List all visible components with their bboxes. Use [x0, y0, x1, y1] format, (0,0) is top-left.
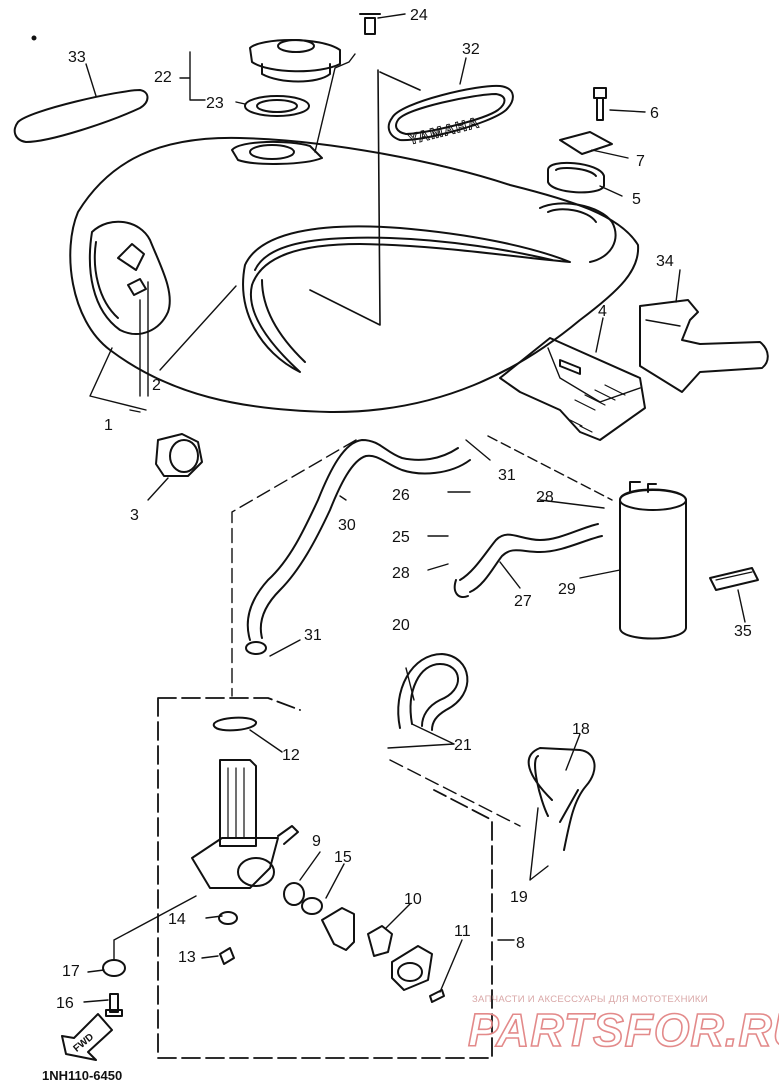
label-28-right: 28: [536, 489, 554, 506]
tank-bracket: [499, 337, 646, 441]
fwd-arrow: [61, 1013, 113, 1061]
label-5: 5: [632, 191, 641, 208]
mount-hardware: [547, 87, 613, 194]
watermark-brand: PARTSFOR.RU: [468, 1004, 779, 1056]
label-19: 19: [510, 889, 528, 906]
canister-strap: [709, 567, 759, 591]
label-31-top: 31: [498, 467, 516, 484]
label-29: 29: [558, 581, 576, 598]
gasket-10: [367, 925, 393, 957]
yamaha-emblem: [387, 84, 514, 142]
label-8: 8: [516, 935, 525, 952]
knee-pad: [13, 89, 149, 143]
label-34: 34: [656, 253, 674, 270]
hose-27: [459, 523, 603, 593]
petcock-body: [191, 759, 299, 889]
watermark-caption: ЗАПЧАСТИ И АКСЕССУАРЫ ДЛЯ МОТОТЕХНИКИ: [472, 994, 708, 1005]
plate-10: [391, 945, 433, 991]
label-25: 25: [392, 529, 410, 546]
side-cover: [639, 299, 769, 393]
rubber-cap: [155, 433, 203, 477]
bolt-16: [105, 993, 123, 1017]
hose-30: [246, 439, 471, 641]
label-11: 11: [454, 923, 471, 940]
label-26: 26: [392, 487, 410, 504]
label-2: 2: [152, 377, 161, 394]
label-14: 14: [168, 911, 186, 928]
label-9: 9: [312, 833, 321, 850]
label-31-bottom: 31: [304, 627, 322, 644]
watermark: ЗАПЧАСТИ И АКСЕССУАРЫ ДЛЯ МОТОТЕХНИКИ PA…: [467, 994, 779, 1057]
label-28-left: 28: [392, 565, 410, 582]
o-ring-15: [301, 897, 323, 915]
label-10: 10: [404, 891, 422, 908]
emblem-text: YAMAHA: [407, 114, 482, 148]
hose-20: [397, 653, 469, 731]
screw-11: [429, 989, 445, 1003]
label-12: 12: [282, 747, 300, 764]
label-3: 3: [130, 507, 139, 524]
fuel-tank: [69, 69, 640, 414]
leader-lines: [83, 13, 746, 1003]
label-32: 32: [462, 41, 480, 58]
charcoal-canister: [619, 481, 687, 640]
filler-cap-assembly: [244, 13, 381, 153]
filter-gasket: [212, 716, 257, 732]
washer-14: [218, 911, 238, 925]
label-23: 23: [206, 95, 224, 112]
label-13: 13: [178, 949, 196, 966]
fwd-label: FWD: [72, 1032, 97, 1055]
label-21: 21: [454, 737, 472, 754]
part-labels: 24 33 32 22 23 6 7 5 34 4 2 1 3 31 26 28…: [42, 7, 752, 1083]
label-15: 15: [334, 849, 352, 866]
label-27: 27: [514, 593, 532, 610]
label-17: 17: [62, 963, 80, 980]
valve-washer-9: [283, 882, 305, 906]
washer-17: [102, 959, 126, 977]
screw-13: [219, 947, 235, 965]
label-6: 6: [650, 105, 659, 122]
label-18: 18: [572, 721, 590, 738]
hose-18: [527, 747, 596, 851]
lever-15: [321, 907, 355, 951]
label-33: 33: [68, 49, 86, 66]
label-4: 4: [598, 303, 607, 320]
label-20: 20: [392, 617, 410, 634]
label-35: 35: [734, 623, 752, 640]
diagram-code: 1NH110-6450: [42, 1068, 122, 1083]
label-16: 16: [56, 995, 74, 1012]
label-30: 30: [338, 517, 356, 534]
label-7: 7: [636, 153, 645, 170]
label-22: 22: [154, 69, 172, 86]
label-1: 1: [104, 417, 113, 434]
group-8-border: [157, 697, 493, 1059]
label-24: 24: [410, 7, 428, 24]
